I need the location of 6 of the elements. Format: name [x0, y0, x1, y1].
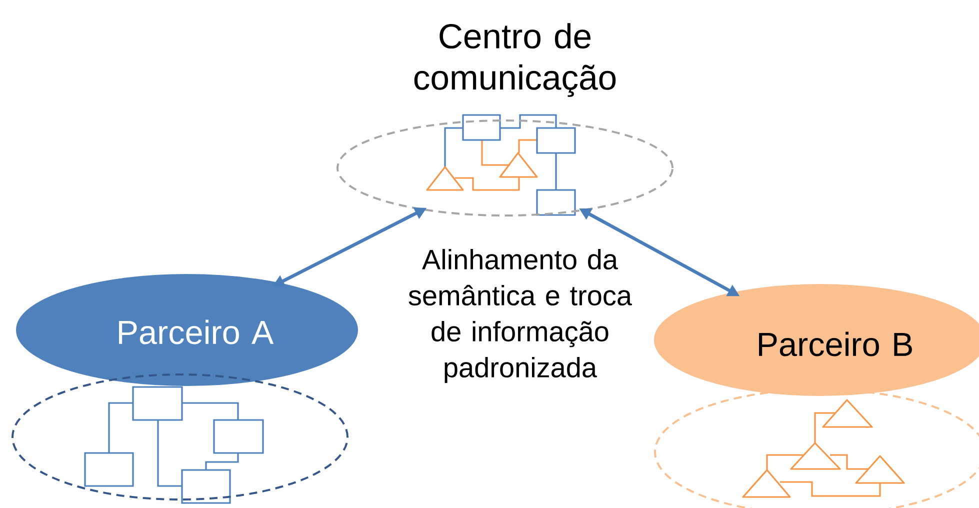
ellipse-node: Parceiro A — [16, 274, 358, 386]
node-label: Centro de comunicação — [414, 23, 616, 97]
ellipse-node: Parceiro B — [654, 284, 979, 396]
annotation-text: Alinhamento da semântica e troca de informação padronizada — [408, 248, 632, 384]
dashed-ellipse — [12, 374, 348, 500]
ellipse-node: Centro de comunicação — [336, 23, 674, 216]
